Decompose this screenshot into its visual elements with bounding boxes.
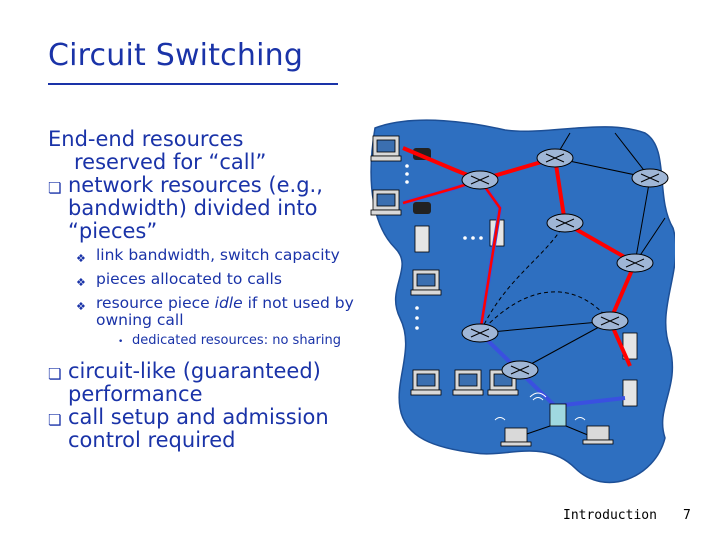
bullet-network-resources: ❏ network resources (e.g., bandwidth) di… bbox=[48, 174, 378, 243]
intro-text: End-end resources reserved for “call” bbox=[48, 128, 378, 174]
title-underline bbox=[48, 83, 338, 85]
footer-label: Introduction bbox=[563, 508, 657, 523]
sub-sub-bullet-dedicated: • dedicated resources: no sharing bbox=[118, 333, 378, 350]
network-cloud bbox=[370, 119, 675, 484]
square-bullet-icon: ❏ bbox=[48, 365, 62, 383]
sub-bullet-allocated: ❖ pieces allocated to calls bbox=[76, 271, 378, 291]
sub-bullet-idle: ❖ resource piece idle if not used by own… bbox=[76, 295, 378, 329]
idle-emphasis: idle bbox=[214, 294, 243, 312]
router-icon bbox=[461, 148, 669, 380]
intro-line-1: End-end resources bbox=[48, 127, 244, 151]
desktop-computer-icon bbox=[370, 135, 519, 396]
sub-bullet-text: pieces allocated to calls bbox=[96, 270, 282, 288]
bullet-text: network resources (e.g., bandwidth) divi… bbox=[68, 173, 323, 243]
diamond-bullet-icon: ❖ bbox=[76, 252, 86, 265]
page-number: 7 bbox=[683, 508, 691, 523]
bullet-text: call setup and admission control require… bbox=[68, 405, 329, 452]
bullet-performance: ❏ circuit-like (guaranteed) performance bbox=[48, 360, 378, 406]
circuit-network-diagram bbox=[370, 119, 675, 484]
bullet-call-setup: ❏ call setup and admission control requi… bbox=[48, 406, 378, 452]
diamond-bullet-icon: ❖ bbox=[76, 300, 86, 313]
connection-dots bbox=[405, 164, 483, 330]
bullet-text: circuit-like (guaranteed) performance bbox=[68, 359, 321, 406]
slide-title: Circuit Switching bbox=[48, 38, 304, 73]
intro-line-2: reserved for “call” bbox=[74, 150, 267, 174]
wireless-access-point-icon bbox=[514, 403, 596, 439]
sub-bullet-text: link bandwidth, switch capacity bbox=[96, 246, 340, 264]
sub-bullet-text: resource piece idle if not used by ownin… bbox=[96, 294, 354, 329]
diamond-bullet-icon: ❖ bbox=[76, 276, 86, 289]
dashed-links bbox=[479, 222, 611, 334]
circuit-path-red bbox=[402, 146, 637, 367]
dot-bullet-icon: • bbox=[118, 337, 124, 347]
sub-sub-bullet-text: dedicated resources: no sharing bbox=[132, 333, 341, 348]
square-bullet-icon: ❏ bbox=[48, 411, 62, 429]
wireless-waves-icon bbox=[494, 392, 586, 421]
laptop-icon bbox=[500, 425, 614, 447]
sub-bullet-bandwidth: ❖ link bandwidth, switch capacity bbox=[76, 247, 378, 267]
slide-body: End-end resources reserved for “call” ❏ … bbox=[48, 128, 378, 452]
square-bullet-icon: ❏ bbox=[48, 179, 62, 197]
